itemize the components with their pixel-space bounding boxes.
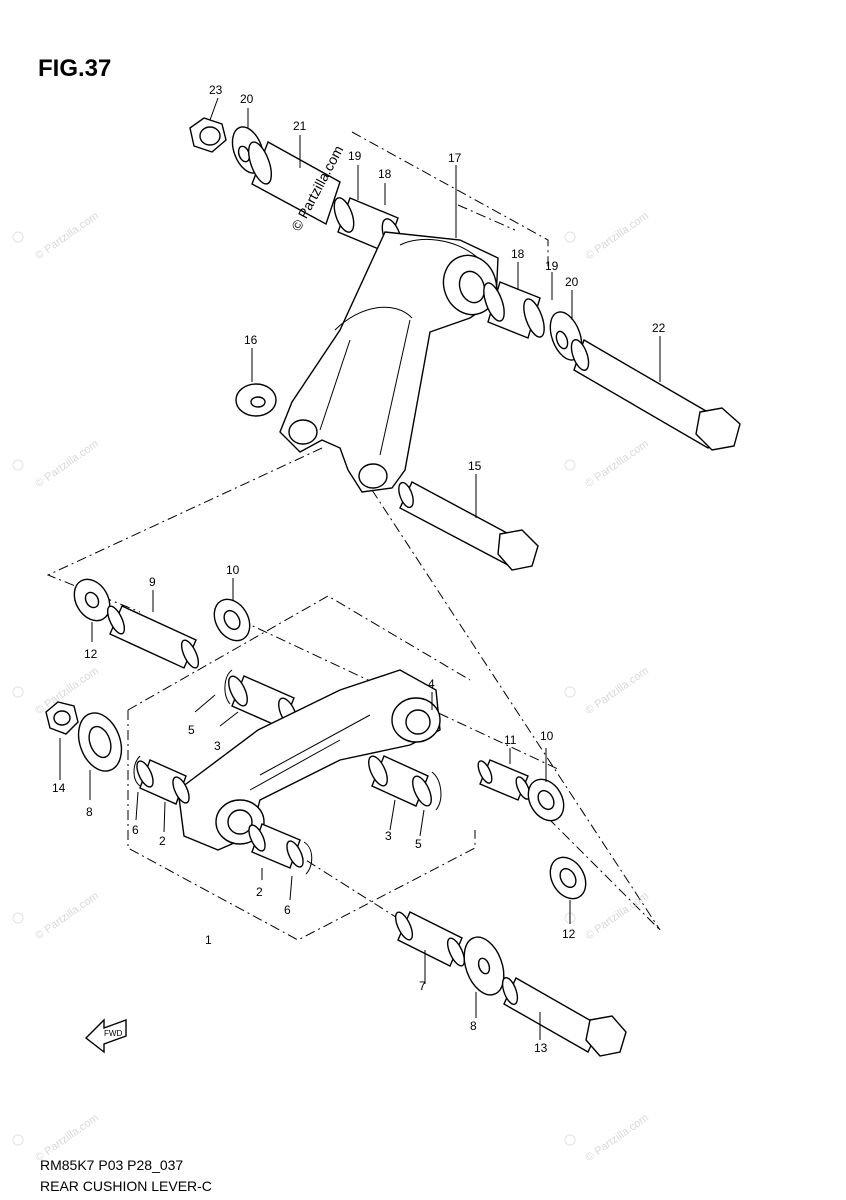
callout-label: 23: [209, 83, 223, 97]
svg-text:FWD: FWD: [104, 1029, 122, 1038]
callout-label: 20: [240, 92, 254, 106]
callout-label: 9: [149, 575, 156, 589]
bolt-13: [501, 976, 627, 1057]
callout-label: 8: [470, 1019, 477, 1033]
bearing-18-right: [483, 281, 545, 339]
seal-12-right: [549, 856, 587, 900]
watermark-globe-icons: [12, 231, 576, 1146]
callout-label: 5: [415, 837, 422, 851]
fwd-arrow-icon: FWD: [84, 1018, 127, 1054]
callout-label: 17: [448, 151, 462, 165]
callout-label: 6: [132, 823, 139, 837]
spacer-7: [394, 911, 466, 967]
callout-label: 3: [385, 829, 392, 843]
seal-8-left: [77, 712, 123, 772]
washer-8-lower: [463, 936, 505, 996]
callout-label: 10: [540, 729, 554, 743]
callout-label: 1: [205, 933, 212, 947]
spacer-11: [477, 759, 531, 801]
bolt-22: [570, 338, 741, 451]
spacer-9: [106, 605, 200, 669]
callout-label: 16: [244, 333, 258, 347]
leader-lines: [59, 97, 661, 1040]
callout-label: 21: [293, 119, 307, 133]
callout-label: 15: [468, 459, 482, 473]
seal-12-left: [73, 578, 111, 622]
nut-14: [45, 701, 79, 735]
bolt-15: [398, 481, 539, 571]
callout-label: 10: [226, 563, 240, 577]
callout-label: 12: [84, 647, 98, 661]
seal-10-top: [213, 598, 251, 642]
callout-label: 2: [256, 885, 263, 899]
callout-label: 13: [534, 1041, 548, 1055]
figure-title: FIG.37: [38, 55, 112, 82]
callout-label: 19: [545, 259, 559, 273]
callout-label: 12: [562, 927, 576, 941]
cushion-rod-1: [177, 669, 441, 851]
callout-label: 14: [52, 781, 66, 795]
callout-label: 22: [652, 321, 666, 335]
callout-label: 2: [159, 834, 166, 848]
spacer-21: [247, 140, 341, 226]
callout-label: 3: [214, 739, 221, 753]
callout-label: 7: [419, 979, 426, 993]
nut-23: [189, 117, 227, 153]
diagram-caption: REAR CUSHION LEVER-C: [40, 1178, 212, 1194]
callout-label: 11: [504, 733, 517, 747]
bearing-3-right: [368, 755, 442, 811]
callout-label: 8: [86, 805, 93, 819]
callout-label: 6: [284, 903, 291, 917]
callout-label: 19: [348, 149, 362, 163]
cushion-lever-17: [279, 231, 499, 493]
callout-label: 18: [511, 247, 525, 261]
callout-label: 5: [188, 723, 195, 737]
seal-10-right: [527, 778, 565, 822]
diagram-code: RM85K7 P03 P28_037: [40, 1157, 184, 1173]
bearing-2-lower: [248, 823, 313, 875]
collar-16: [235, 383, 277, 417]
callout-label: 20: [565, 275, 579, 289]
callout-label: 18: [378, 167, 392, 181]
callout-label: 4: [428, 677, 435, 691]
bearing-2-left: [133, 755, 190, 805]
